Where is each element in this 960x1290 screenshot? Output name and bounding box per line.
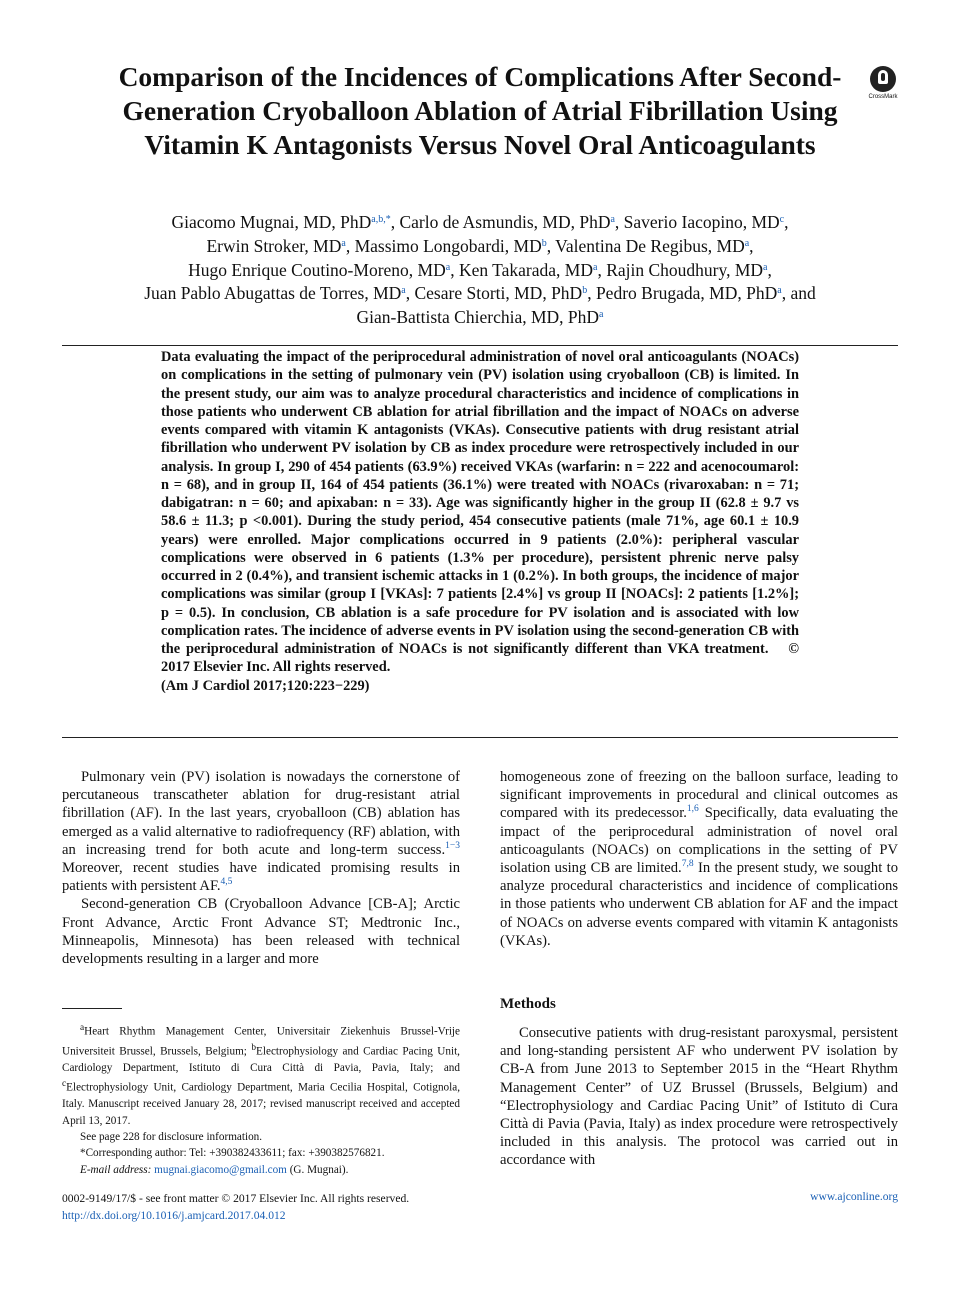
- issn-line: 0002-9149/17/$ - see front matter © 2017…: [62, 1192, 410, 1205]
- author-separator: ,: [784, 212, 789, 232]
- crossmark-icon: [870, 66, 896, 92]
- author-separator: ,: [450, 259, 459, 280]
- author-separator: , and: [781, 283, 816, 304]
- corresponding-author: *Corresponding author: Tel: +39038243361…: [80, 1147, 385, 1160]
- corresponding-author-marker[interactable]: *: [385, 214, 391, 225]
- email-link[interactable]: mugnai.giacomo@gmail.com: [154, 1163, 287, 1176]
- author-name: Ken Takarada, MD: [458, 259, 593, 280]
- affiliation-marker[interactable]: a,b,: [371, 214, 386, 225]
- methods-paragraph-1: Consecutive patients with drug-resistant…: [500, 1025, 898, 1169]
- affiliation-marker[interactable]: a: [401, 285, 406, 297]
- reference-link[interactable]: 1−3: [445, 840, 460, 851]
- author-name: Saverio Iacopino, MD: [623, 212, 780, 232]
- affiliation-marker[interactable]: a: [599, 309, 604, 321]
- footer-left: 0002-9149/17/$ - see front matter © 2017…: [62, 1190, 409, 1224]
- author-separator: ,: [597, 259, 607, 280]
- reference-link[interactable]: 4,5: [220, 877, 233, 888]
- author-name: Carlo de Asmundis, MD, PhD: [399, 212, 611, 232]
- reference-link[interactable]: 7,8: [681, 859, 694, 870]
- disclosure-note: See page 228 for disclosure information.: [80, 1130, 263, 1143]
- affiliation-marker[interactable]: a: [763, 261, 768, 273]
- affiliation-marker[interactable]: a: [777, 285, 782, 297]
- author-name: Rajin Choudhury, MD: [606, 259, 764, 280]
- author-name: Juan Pablo Abugattas de Torres, MD: [144, 283, 402, 304]
- footnote-rule: [62, 1008, 122, 1009]
- author-name: Valentina De Regibus, MD: [555, 235, 745, 256]
- author-separator: ,: [614, 212, 624, 232]
- author-separator: ,: [587, 283, 596, 304]
- author-name: Giacomo Mugnai, MD, PhD: [171, 212, 372, 232]
- author-name: Pedro Brugada, MD, PhD: [595, 283, 778, 304]
- left-column: Pulmonary vein (PV) isolation is nowaday…: [62, 768, 460, 968]
- affiliation-marker[interactable]: a: [744, 237, 750, 249]
- author-separator: ,: [405, 283, 415, 304]
- affiliations-footnote: aHeart Rhythm Management Center, Univers…: [62, 1023, 460, 1127]
- copyright-line: © 2017 Elsevier Inc. All rights reserved…: [161, 641, 799, 676]
- methods-column: Consecutive patients with drug-resistant…: [500, 1024, 898, 1170]
- email-line: E-mail address: mugnai.giacomo@gmail.com…: [80, 1163, 349, 1176]
- journal-citation: (Am J Cardiol 2017;120:223−229): [161, 677, 370, 694]
- intro-paragraph-1: Pulmonary vein (PV) isolation is nowaday…: [62, 769, 460, 895]
- author-name: Massimo Longobardi, MD: [354, 235, 542, 256]
- author-separator: ,: [390, 212, 400, 232]
- author-separator: ,: [749, 235, 754, 256]
- right-column: homogeneous zone of freezing on the ball…: [500, 768, 898, 950]
- article-title: Comparison of the Incidences of Complica…: [118, 61, 842, 160]
- author-name: Hugo Enrique Coutino-Moreno, MD: [188, 259, 446, 280]
- affiliation-marker[interactable]: a: [610, 214, 615, 225]
- author-separator: ,: [767, 259, 772, 280]
- footnotes: aHeart Rhythm Management Center, Univers…: [62, 1020, 460, 1178]
- journal-website-link[interactable]: www.ajconline.org: [810, 1190, 898, 1203]
- abstract-top-rule: [62, 345, 898, 346]
- affiliation-marker[interactable]: c: [779, 214, 785, 225]
- affiliation-marker[interactable]: a: [592, 261, 598, 273]
- author-separator: ,: [546, 235, 556, 256]
- crossmark-label: CrossMark: [868, 94, 898, 100]
- intro-continuation: homogeneous zone of freezing on the ball…: [500, 769, 898, 949]
- author-list: Giacomo Mugnai, MD, PhDa,b,*, Carlo de A…: [70, 211, 890, 330]
- abstract-bottom-rule: [62, 737, 898, 738]
- crossmark-badge[interactable]: CrossMark: [866, 66, 900, 100]
- author-name: Gian-Battista Chierchia, MD, PhD: [356, 307, 600, 328]
- abstract: Data evaluating the impact of the peripr…: [161, 348, 799, 695]
- author-name: Erwin Stroker, MD: [206, 235, 342, 256]
- affiliation-marker[interactable]: b: [582, 285, 588, 297]
- reference-link[interactable]: 1,6: [686, 804, 699, 815]
- methods-heading: Methods: [500, 996, 556, 1012]
- author-separator: ,: [345, 235, 355, 256]
- author-name: Cesare Storti, MD, PhD: [414, 283, 583, 304]
- affiliation-marker[interactable]: a: [445, 261, 451, 273]
- affiliation-marker[interactable]: a: [341, 237, 346, 249]
- intro-paragraph-2: Second-generation CB (Cryoballoon Advanc…: [62, 896, 460, 968]
- abstract-text: Data evaluating the impact of the peripr…: [161, 349, 799, 657]
- doi-link[interactable]: http://dx.doi.org/10.1016/j.amjcard.2017…: [62, 1209, 286, 1222]
- affiliation-marker[interactable]: b: [541, 237, 547, 249]
